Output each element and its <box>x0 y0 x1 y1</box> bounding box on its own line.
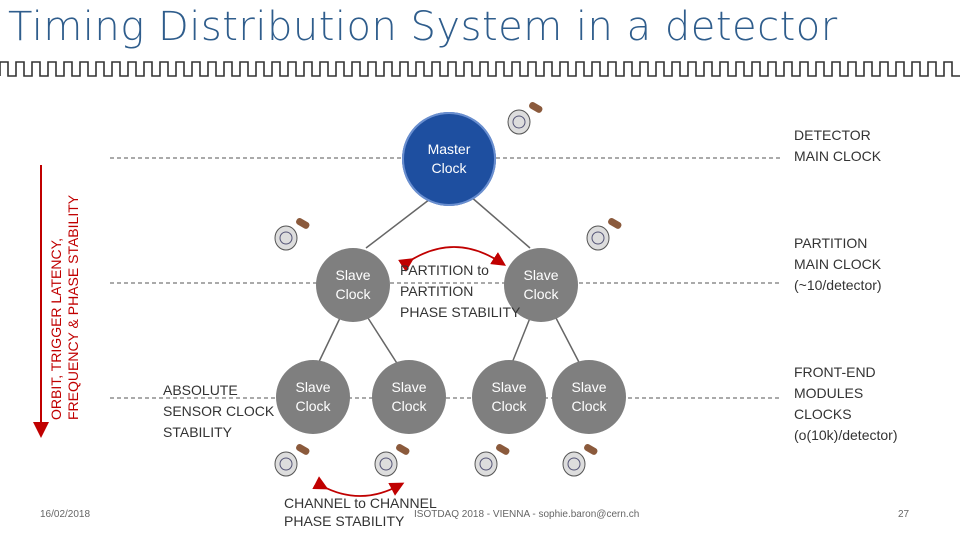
slave-clock-node: Slave Clock <box>552 360 626 434</box>
frontend-clocks-label: FRONT-END MODULES CLOCKS (o(10k)/detecto… <box>794 364 898 443</box>
partition-main-clock-label: PARTITION MAIN CLOCK (~10/detector) <box>794 235 882 293</box>
channel-arc <box>312 476 405 497</box>
channel-phase-stability-label: CHANNEL to CHANNEL PHASE STABILITY <box>284 495 437 529</box>
slave-clock-node: Slave Clock <box>504 248 578 322</box>
tree-link <box>509 317 531 369</box>
master-clock-node: Master Clock <box>402 112 496 206</box>
slave-clock-node: Slave Clock <box>372 360 446 434</box>
tree-link <box>315 317 341 369</box>
stopwatch-icon <box>372 440 416 480</box>
tree-link <box>367 317 401 369</box>
tree-link <box>365 195 435 249</box>
vertical-label-line2: FREQUENCY & PHASE STABILITY <box>65 194 81 420</box>
stopwatch-icon <box>505 100 549 140</box>
partition-phase-stability-label: PARTITION to PARTITION PHASE STABILITY <box>400 262 521 320</box>
footer-event: ISOTDAQ 2018 - VIENNA - sophie.baron@cer… <box>414 509 640 520</box>
stopwatch-icon <box>472 440 516 480</box>
footer-page-number: 27 <box>898 509 910 520</box>
detector-main-clock-label: DETECTOR MAIN CLOCK <box>794 127 882 164</box>
stopwatch-icon <box>584 214 628 254</box>
clock-waveform <box>0 61 960 77</box>
stopwatch-icon <box>272 440 316 480</box>
stopwatch-icon <box>560 440 604 480</box>
slave-clock-node: Slave Clock <box>276 360 350 434</box>
stopwatch-icon <box>272 214 316 254</box>
tree-link <box>555 317 583 369</box>
tree-link <box>469 195 531 249</box>
absolute-sensor-stability-label: ABSOLUTE SENSOR CLOCK STABILITY <box>163 382 275 440</box>
vertical-label: ORBIT, TRIGGER LATENCY, FREQUENCY & PHAS… <box>48 195 98 420</box>
slave-clock-node: Slave Clock <box>472 360 546 434</box>
slide-title: Timing Distribution System in a detector <box>8 4 838 50</box>
vertical-label-line1: ORBIT, TRIGGER LATENCY, <box>48 237 64 420</box>
partition-arc <box>398 246 507 272</box>
footer-date: 16/02/2018 <box>40 509 91 520</box>
slave-clock-node: Slave Clock <box>316 248 390 322</box>
